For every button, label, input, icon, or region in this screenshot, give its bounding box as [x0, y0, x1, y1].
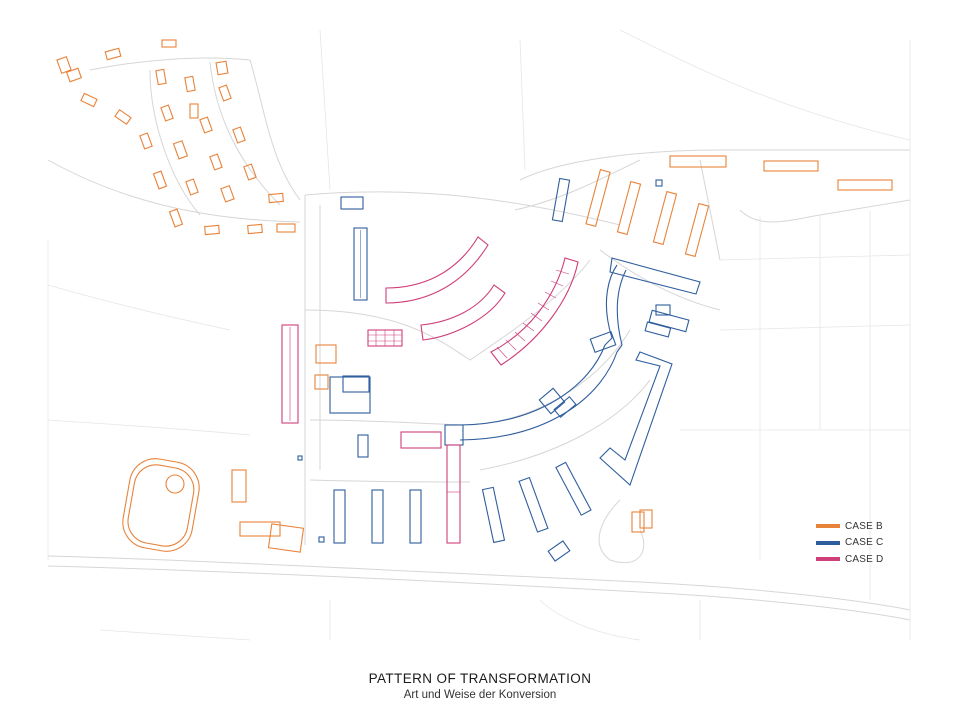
legend-item-case-b: CASE B [816, 518, 883, 535]
legend-swatch-case-b [816, 524, 840, 529]
caption-title: PATTERN OF TRANSFORMATION [368, 671, 592, 686]
legend-item-case-d: CASE D [816, 551, 883, 568]
legend-swatch-case-d [816, 557, 840, 562]
legend-label: CASE D [845, 553, 884, 565]
legend-item-case-c: CASE C [816, 535, 883, 552]
legend-label: CASE B [845, 520, 883, 532]
legend: CASE B CASE C CASE D [816, 518, 883, 568]
case-c-buildings [297, 177, 701, 562]
legend-label: CASE C [845, 537, 884, 549]
case-d-buildings [281, 236, 579, 544]
caption-subtitle: Art und Weise der Konversion [403, 689, 557, 701]
case-b-buildings [56, 39, 893, 553]
legend-swatch-case-c [816, 540, 840, 545]
site-plan [47, 29, 911, 641]
